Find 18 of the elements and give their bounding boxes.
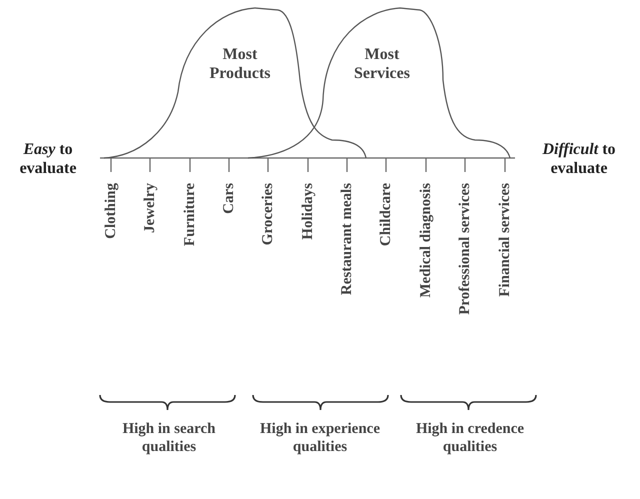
category-label: Groceries: [259, 183, 277, 246]
category-label: Restaurant meals: [338, 183, 356, 296]
category-label: Professional services: [456, 183, 474, 315]
category-label: Cars: [220, 183, 238, 214]
region-label: Most Products: [208, 45, 272, 83]
region-label: Most Services: [353, 45, 411, 83]
category-label: Financial services: [496, 183, 514, 297]
group-label: High in credence qualities: [414, 420, 526, 456]
scale-end-label: Difficult to evaluate: [541, 140, 617, 178]
category-label: Jewelry: [141, 183, 159, 233]
category-label: Clothing: [102, 183, 120, 239]
category-label: Childcare: [377, 183, 395, 246]
category-label: Medical diagnosis: [417, 183, 435, 298]
category-label: Holidays: [299, 183, 317, 240]
group-label: High in experience qualities: [259, 420, 381, 456]
scale-end-label: Easy to evaluate: [18, 140, 78, 178]
group-label: High in search qualities: [121, 420, 217, 456]
category-label: Furniture: [181, 183, 199, 246]
